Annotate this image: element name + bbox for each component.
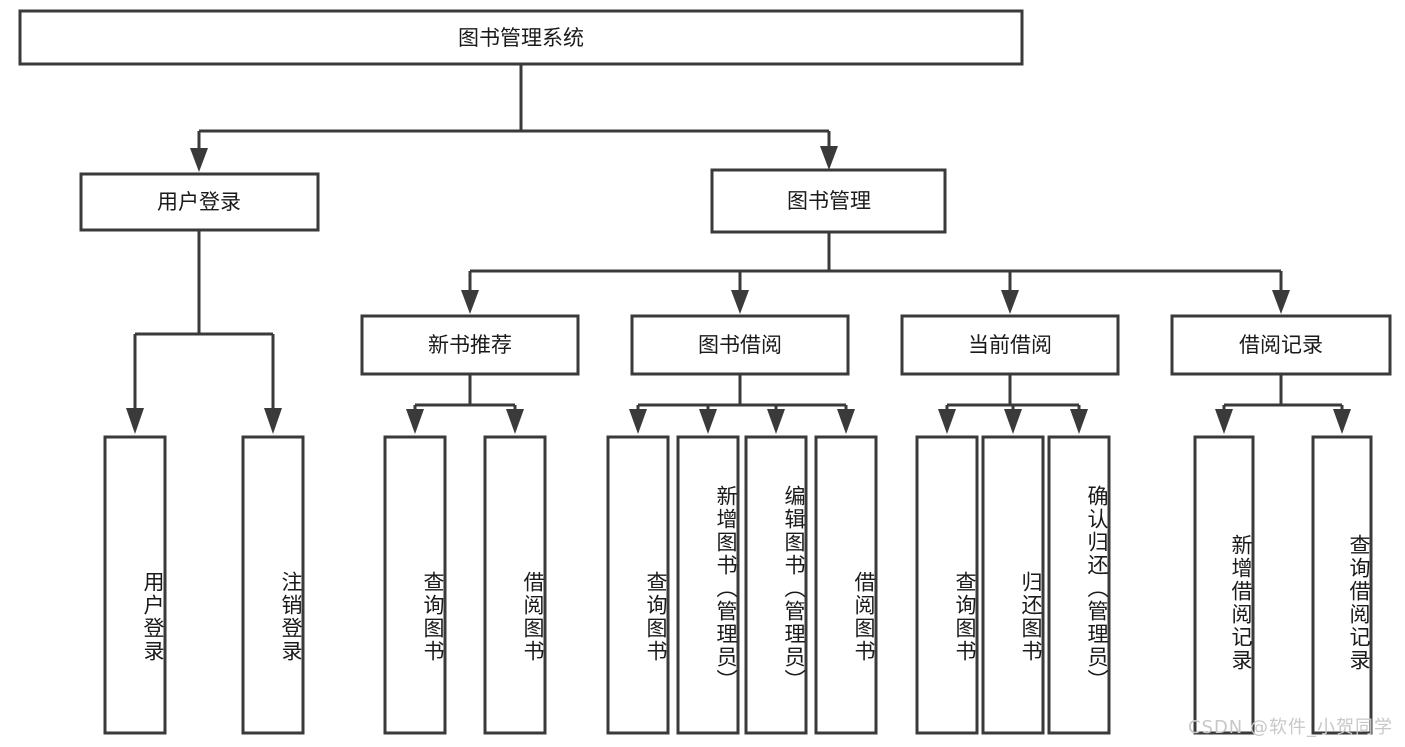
arrow-to-book-mgmt — [820, 146, 838, 170]
connector-layer — [126, 64, 1351, 434]
arrow-leaf-borrow-book-2 — [837, 409, 855, 434]
node-book-mgmt-box[interactable] — [710, 168, 947, 234]
leaf-box-add-book[interactable] — [676, 435, 740, 735]
leaf-box-user-login[interactable] — [103, 435, 167, 735]
arrow-leaf-borrow-book-1 — [506, 409, 524, 434]
leaf-box-query-book-2[interactable] — [606, 435, 670, 735]
leaf-box-query-book-3[interactable] — [915, 435, 979, 735]
node-borrow-record-box[interactable] — [1170, 314, 1392, 376]
arrow-leaf-user-login — [126, 408, 144, 434]
leaf-box-add-record[interactable] — [1193, 435, 1255, 735]
arrow-leaf-add-record — [1215, 409, 1233, 434]
arrow-leaf-query-book-1 — [406, 409, 424, 434]
arrow-leaf-add-book — [699, 409, 717, 434]
arrow-leaf-confirm-return — [1070, 409, 1088, 434]
node-book-borrow-label: 图书借阅 — [698, 333, 782, 357]
node-new-book-label: 新书推荐 — [428, 333, 512, 357]
arrow-leaf-edit-book — [767, 409, 785, 434]
leaf-box-edit-book[interactable] — [744, 435, 808, 735]
arrow-to-borrow-record — [1272, 290, 1290, 314]
csdn-watermark: CSDN @软件_小贺同学 — [1187, 717, 1393, 738]
node-book-mgmt-label: 图书管理 — [787, 189, 871, 213]
node-book-borrow-box[interactable] — [630, 314, 850, 376]
leaf-box-query-book-1[interactable] — [383, 435, 447, 735]
arrow-leaf-logout — [264, 408, 282, 434]
leaf-box-query-record[interactable] — [1311, 435, 1373, 735]
node-new-book-box[interactable] — [360, 314, 580, 376]
arrow-leaf-return-book — [1004, 409, 1022, 434]
leaf-box-return-book[interactable] — [981, 435, 1045, 735]
node-user-login-label: 用户登录 — [157, 190, 241, 214]
leaf-box-confirm-return[interactable] — [1047, 435, 1111, 735]
node-user-login-box[interactable] — [79, 172, 320, 232]
leaf-box-borrow-book-2[interactable] — [814, 435, 878, 735]
node-root-label: 图书管理系统 — [458, 26, 584, 50]
arrow-to-book-borrow — [731, 290, 749, 314]
node-layer: 图书管理系统 用户登录 图书管理 新书推荐 图书借阅 当前借阅 借阅记录 — [18, 9, 1392, 735]
leaf-box-logout[interactable] — [241, 435, 305, 735]
arrow-to-new-book — [461, 290, 479, 314]
arrow-to-user-login — [190, 148, 208, 172]
node-current-borrow-box[interactable] — [900, 314, 1120, 376]
leaf-box-borrow-book-1[interactable] — [483, 435, 547, 735]
node-current-borrow-label: 当前借阅 — [968, 333, 1052, 357]
node-root-box[interactable] — [18, 9, 1024, 66]
arrow-leaf-query-book-3 — [938, 409, 956, 434]
arrow-leaf-query-record — [1333, 409, 1351, 434]
arrow-leaf-query-book-2 — [629, 409, 647, 434]
arrow-to-current-borrow — [1001, 290, 1019, 314]
node-borrow-record-label: 借阅记录 — [1239, 333, 1323, 357]
